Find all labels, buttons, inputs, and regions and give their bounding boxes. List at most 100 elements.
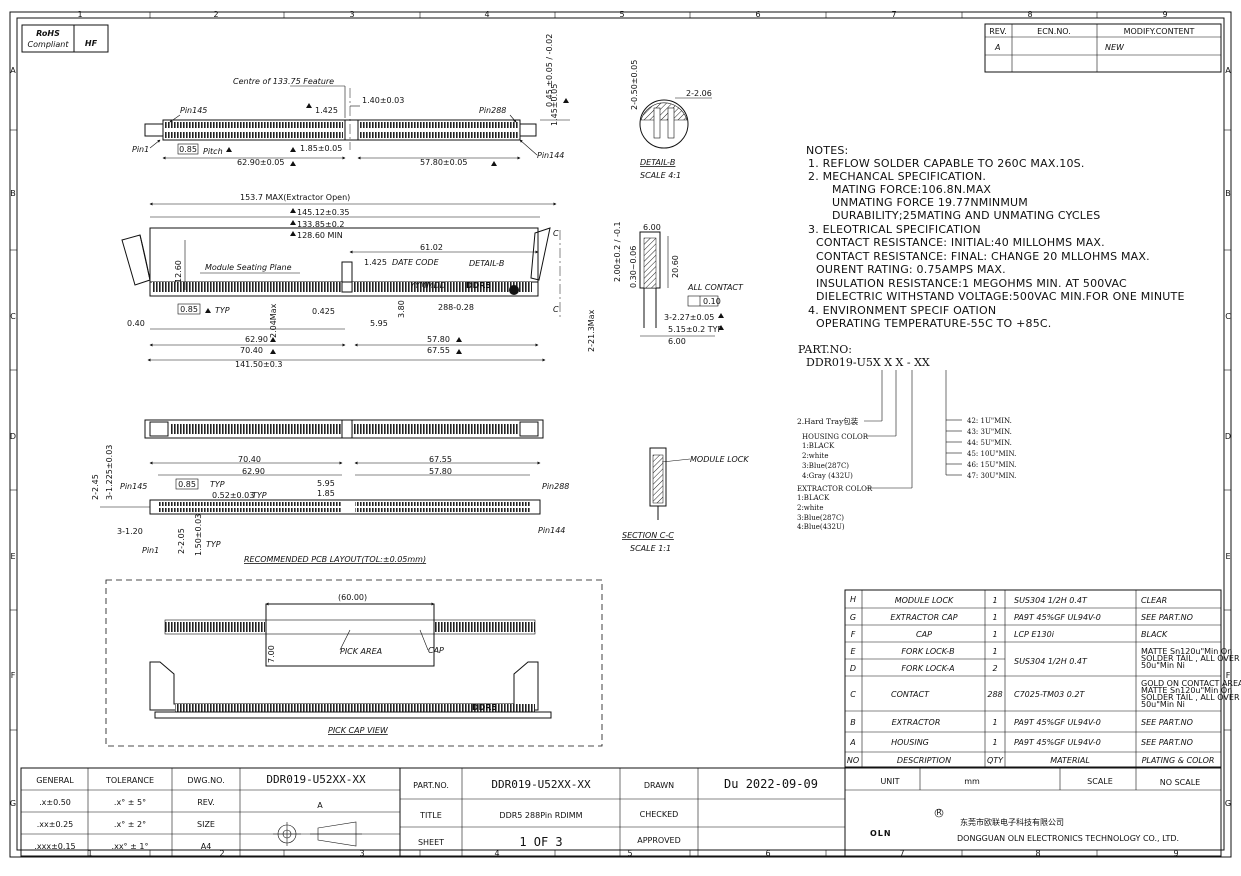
dim-200: 2.00±0.2 / -0.1 bbox=[613, 221, 622, 282]
section-cc-title: SECTION C-C bbox=[622, 531, 674, 540]
note-line: DURABILITY;25MATING AND UNMATING CYCLES bbox=[832, 209, 1100, 222]
typ-label: TYP bbox=[210, 480, 225, 489]
dim-700: 7.00 bbox=[267, 645, 276, 663]
approved-label: APPROVED bbox=[637, 836, 681, 845]
dim-6290: 62.90±0.05 bbox=[237, 158, 284, 167]
compliant-label: Compliant bbox=[28, 40, 70, 49]
border-frame: 1 2 3 4 5 6 7 8 9 1 2 3 4 5 6 7 8 9 A B … bbox=[9, 10, 1232, 858]
col-label: 5 bbox=[627, 849, 632, 858]
tol-xxx: .xxx±0.15 bbox=[34, 842, 75, 851]
dim-5780: 57.80±0.05 bbox=[420, 158, 467, 167]
bom-mat: PA9T 45%GF UL94V-0 bbox=[1014, 718, 1101, 727]
col-label: 1 bbox=[87, 849, 92, 858]
col-label: 9 bbox=[1162, 10, 1167, 19]
dim-14512: 145.12±0.35 bbox=[297, 208, 350, 217]
bom-small-notes: MATTE Sn120u"Min On SOLDER TAIL , ALL OV… bbox=[1141, 647, 1241, 709]
modify-value: NEW bbox=[1105, 43, 1125, 52]
pin145-label: Pin145 bbox=[180, 106, 207, 115]
title-label: TITLE bbox=[419, 811, 442, 820]
ddr5-mark: DDR5 bbox=[472, 703, 497, 712]
housing-color: HOUSING COLOR bbox=[802, 433, 869, 441]
plating-contact: SOLDER TAIL , ALL OVER bbox=[1141, 693, 1240, 702]
col-label: 3 bbox=[359, 849, 364, 858]
pick-cap-view: (60.00) 7.00 PICK AREA CAP DDR5 PICK CAP… bbox=[105, 579, 603, 747]
note-line: OPERATING TEMPERATURE-55C TO +85C. bbox=[816, 317, 1052, 330]
housing-color-opt: 3:Blue(287C) bbox=[802, 462, 849, 470]
note-line: CONTACT RESISTANCE: INITIAL:40 MILLOHMS … bbox=[816, 236, 1105, 249]
checked-label: CHECKED bbox=[640, 810, 679, 819]
row-label: C bbox=[10, 312, 16, 321]
bom-no: F bbox=[851, 630, 856, 639]
dim-045: 0.45 ±0.05 / -0.02 bbox=[545, 34, 554, 107]
bom-mat: SUS304 1/2H 0.4T bbox=[1014, 657, 1088, 666]
unit-label: UNIT bbox=[880, 777, 899, 786]
dim-120: 3-1.20 bbox=[117, 527, 143, 536]
extractor-color-opt: 2:white bbox=[797, 504, 824, 512]
note-line: INSULATION RESISTANCE:1 MEGOHMS MIN. AT … bbox=[816, 277, 1127, 290]
top-view: Centre of 133.75 Feature Pin145 Pin288 P… bbox=[132, 34, 570, 167]
dim-6755: 67.55 bbox=[427, 346, 450, 355]
rev-value: A bbox=[317, 801, 323, 810]
housing-color-opt: 2:white bbox=[802, 452, 829, 460]
rev-label: REV. bbox=[197, 798, 215, 807]
plating-contact: MATTE Sn120u"Min On bbox=[1141, 686, 1232, 695]
plating-fork: MATTE Sn120u"Min On bbox=[1141, 647, 1232, 656]
note-line: 4. ENVIRONMENT SPECIF OATION bbox=[808, 304, 996, 317]
dim-600b: 6.00 bbox=[668, 337, 686, 346]
section-c-c: MODULE LOCK SECTION C-C SCALE 1:1 bbox=[622, 447, 749, 553]
dim-14150: 141.50±0.3 bbox=[235, 360, 282, 369]
dim-050: 2-0.50±0.05 bbox=[630, 60, 639, 110]
tol-angle-xx: .x° ± 2° bbox=[114, 820, 146, 829]
cap-label: CAP bbox=[428, 646, 444, 655]
detail-b-ref: DETAIL-B bbox=[469, 259, 504, 268]
dim-185: 1.85 bbox=[317, 489, 335, 498]
col-label: 2 bbox=[213, 10, 218, 19]
rohs-hf-badge: RoHS Compliant HF bbox=[21, 24, 109, 53]
bom-mat: PA9T 45%GF UL94V-0 bbox=[1014, 613, 1101, 622]
bom-desc: FORK LOCK-A bbox=[901, 664, 954, 673]
pick-area: PICK AREA bbox=[340, 647, 382, 656]
extractor-color-opt: 3:Blue(287C) bbox=[797, 514, 844, 522]
dim-6102: 61.02 bbox=[420, 243, 443, 252]
sheet-label: SHEET bbox=[418, 838, 444, 847]
seating-plane: Module Seating Plane bbox=[205, 263, 292, 272]
detail-b: 2-0.50±0.05 2-2.06 DETAIL-B SCALE 4:1 bbox=[630, 60, 712, 180]
detail-b-scale: SCALE 4:1 bbox=[640, 171, 681, 180]
tolerance-label: TOLERANCE bbox=[105, 776, 154, 785]
section-c-top: C bbox=[553, 229, 559, 238]
pin145-label: Pin145 bbox=[120, 482, 147, 491]
col-label: 7 bbox=[899, 849, 904, 858]
modify-header: MODIFY.CONTENT bbox=[1124, 27, 1195, 36]
bom-qty: 1 bbox=[992, 613, 997, 622]
bom-mat: PA9T 45%GF UL94V-0 bbox=[1014, 738, 1101, 747]
dim-245: 2-2.45 bbox=[91, 474, 100, 500]
dim-288: 288-0.28 bbox=[438, 303, 474, 312]
dim-6000: (60.00) bbox=[338, 593, 367, 602]
bom-header-mat: MATERIAL bbox=[1050, 756, 1090, 765]
revision-table: REV. ECN.NO. MODIFY.CONTENT A NEW bbox=[984, 23, 1222, 73]
bom-no: A bbox=[849, 738, 855, 747]
dim-7040: 70.40 bbox=[238, 455, 261, 464]
col-label: 2 bbox=[219, 849, 224, 858]
note-line: UNMATING FORCE 19.77NMINMUM bbox=[832, 196, 1028, 209]
title-block: GENERAL TOLERANCE DWG.NO. DDR019-U52XX-X… bbox=[20, 767, 1222, 857]
company-en: DONGGUAN OLN ELECTRONICS TECHNOLOGY CO.,… bbox=[957, 834, 1179, 843]
hard-tray: 2.Hard Tray包装 bbox=[797, 416, 859, 426]
dim-040: 0.40 bbox=[127, 319, 145, 328]
bom-desc: EXTRACTOR CAP bbox=[890, 613, 957, 622]
bom-desc: CONTACT bbox=[891, 690, 930, 699]
pitch-label: Pitch bbox=[203, 147, 223, 156]
dim-140: 1.40±0.03 bbox=[362, 96, 404, 105]
plating-opt: 47: 30U"MIN. bbox=[967, 472, 1016, 480]
bom-qty: 2 bbox=[992, 664, 997, 673]
company-cn: 东莞市欧联电子科技有限公司 bbox=[960, 817, 1064, 827]
plating-opt: 43: 3U"MIN. bbox=[967, 428, 1012, 436]
plating-contact: 50u"Min Ni bbox=[1141, 700, 1185, 709]
dim-204: 2.04Max bbox=[269, 303, 278, 338]
dim-010: 0.10 bbox=[703, 297, 721, 306]
bom-plating: BLACK bbox=[1141, 630, 1168, 639]
pcb-layout: 70.40 67.55 62.90 57.80 2-2.45 3-1.225±0… bbox=[91, 445, 569, 564]
dim-052: 0.52±0.03 bbox=[212, 491, 254, 500]
front-view: 153.7 MAX(Extractor Open) 145.12±0.35 13… bbox=[121, 193, 596, 369]
side-view: 6.00 2.00±0.2 / -0.1 0.30~0.06 20.60 ALL… bbox=[613, 221, 744, 346]
